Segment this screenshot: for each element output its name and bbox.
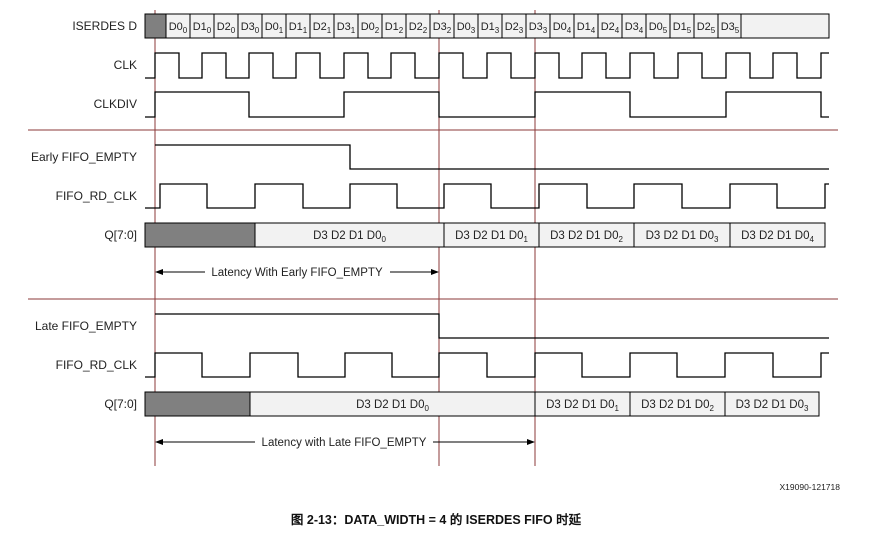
iserdes-cell (237, 13, 263, 39)
clk-waveform (145, 52, 829, 79)
q-late-cell-subscript: 2 (709, 404, 714, 413)
q-early-cell (729, 222, 826, 248)
iserdes-cell-subscript: 1 (327, 26, 332, 35)
q-early-idle-block (144, 222, 256, 248)
q-early-cell-subscript: 0 (381, 235, 386, 244)
q-early-cell-label: D3 D2 D1 D00 (313, 230, 386, 244)
iserdes-idle-block (144, 13, 167, 39)
q-late-cell (629, 391, 726, 417)
latency-early-arrow: Latency With Early FIFO_EMPTY (155, 267, 439, 279)
iserdes-cell-subscript: 4 (615, 26, 620, 35)
iserdes-cell (669, 13, 695, 39)
iserdes-cell-subscript: 2 (375, 26, 380, 35)
iserdes-cell-subscript: 2 (423, 26, 428, 35)
iserdes-cell-subscript: 5 (735, 26, 740, 35)
iserdes-cell-subscript: 0 (207, 26, 212, 35)
q-early-cell (254, 222, 445, 248)
iserdes-cell-subscript: 3 (519, 26, 524, 35)
iserdes-cell-subscript: 2 (447, 26, 452, 35)
iserdes-cell-subscript: 4 (639, 26, 644, 35)
iserdes-cell-subscript: 0 (255, 26, 260, 35)
q-late-cell (724, 391, 820, 417)
iserdes-cell (525, 13, 551, 39)
figure-caption: 图 2-13：DATA_WIDTH = 4 的 ISERDES FIFO 时延 (291, 512, 582, 527)
iserdes-tail-block (740, 13, 830, 39)
label-iserdes-d: ISERDES D (72, 19, 137, 33)
iserdes-cell (645, 13, 671, 39)
label-q-early: Q[7:0] (104, 228, 137, 242)
iserdes-cell-subscript: 3 (543, 26, 548, 35)
iserdes-cell (189, 13, 215, 39)
q-early-cell-subscript: 1 (523, 235, 528, 244)
q-late-cell-label: D3 D2 D1 D00 (356, 399, 429, 413)
q-early-bus: D3 D2 D1 D00 D3 D2 D1 D01 D3 D2 D1 D02 D3 D… (144, 222, 826, 248)
label-late-fifo-empty: Late FIFO_EMPTY (35, 319, 137, 333)
q-late-cell-label: D3 D2 D1 D03 (736, 399, 809, 413)
q-late-cell-label: D3 D2 D1 D01 (546, 399, 619, 413)
iserdes-cell-subscript: 2 (399, 26, 404, 35)
iserdes-cell (285, 13, 311, 39)
q-late-cell-label: D3 D2 D1 D02 (641, 399, 714, 413)
iserdes-cell-subscript: 0 (231, 26, 236, 35)
latency-late-label: Latency with Late FIFO_EMPTY (262, 437, 427, 449)
q-late-cell-subscript: 0 (424, 404, 429, 413)
q-early-cell-label: D3 D2 D1 D01 (455, 230, 528, 244)
q-early-cell-subscript: 2 (618, 235, 623, 244)
label-early-fifo-empty: Early FIFO_EMPTY (31, 150, 137, 164)
label-fifo-rd-clk-early: FIFO_RD_CLK (56, 189, 137, 203)
iserdes-cell-subscript: 4 (591, 26, 596, 35)
iserdes-cell (573, 13, 599, 39)
iserdes-cell (405, 13, 431, 39)
iserdes-cell (549, 13, 575, 39)
iserdes-cell (309, 13, 335, 39)
label-clkdiv: CLKDIV (94, 97, 137, 111)
iserdes-cell-subscript: 5 (711, 26, 716, 35)
iserdes-cell-subscript: 3 (471, 26, 476, 35)
iserdes-cell-subscript: 5 (687, 26, 692, 35)
iserdes-cell (429, 13, 455, 39)
q-late-cell-subscript: 3 (804, 404, 809, 413)
iserdes-cell-subscript: 1 (351, 26, 356, 35)
q-early-cell (443, 222, 540, 248)
q-late-idle-block (144, 391, 251, 417)
iserdes-cell-subscript: 5 (663, 26, 668, 35)
label-fifo-rd-clk-late: FIFO_RD_CLK (56, 358, 137, 372)
label-q-late: Q[7:0] (104, 397, 137, 411)
q-early-cell-label: D3 D2 D1 D04 (741, 230, 814, 244)
iserdes-cell (357, 13, 383, 39)
iserdes-cell-subscript: 1 (303, 26, 308, 35)
fifo-rd-clk-early-waveform (145, 183, 829, 209)
fifo-rd-clk-late-waveform (145, 352, 829, 378)
iserdes-cell (333, 13, 359, 39)
iserdes-cell-subscript: 1 (279, 26, 284, 35)
iserdes-cell-subscript: 0 (183, 26, 188, 35)
latency-late-arrow: Latency with Late FIFO_EMPTY (155, 437, 535, 449)
late-fifo-empty-waveform (155, 313, 829, 339)
q-late-cell (534, 391, 631, 417)
iserdes-cell (453, 13, 479, 39)
iserdes-cell-subscript: 3 (495, 26, 500, 35)
q-early-cell (633, 222, 731, 248)
q-early-cell-label: D3 D2 D1 D02 (550, 230, 623, 244)
iserdes-cell (501, 13, 527, 39)
iserdes-cell (621, 13, 647, 39)
clkdiv-waveform (145, 91, 829, 118)
q-early-cell-label: D3 D2 D1 D03 (646, 230, 719, 244)
iserdes-cell (261, 13, 287, 39)
iserdes-cell (213, 13, 239, 39)
iserdes-cell (717, 13, 743, 39)
q-early-cell-subscript: 3 (714, 235, 719, 244)
q-early-cell-subscript: 4 (809, 235, 814, 244)
label-clk: CLK (114, 58, 137, 72)
early-fifo-empty-waveform (155, 144, 829, 170)
q-late-cell-subscript: 1 (614, 404, 619, 413)
doc-id: X19090-121718 (779, 482, 840, 492)
latency-early-label: Latency With Early FIFO_EMPTY (211, 267, 383, 279)
q-late-bus: D3 D2 D1 D00 D3 D2 D1 D01 D3 D2 D1 D02 D3 D… (144, 391, 820, 417)
iserdes-cell-subscript: 4 (567, 26, 572, 35)
